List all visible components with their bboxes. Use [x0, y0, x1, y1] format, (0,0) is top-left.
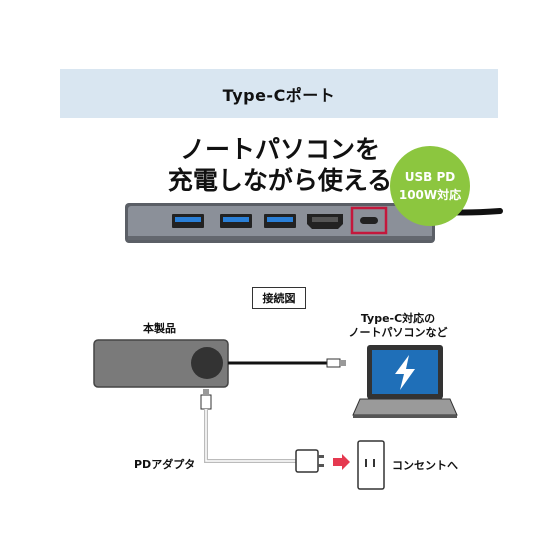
- type-c-plug-icon: [200, 394, 212, 410]
- pc-label: Type-C対応の ノートパソコンなど: [348, 312, 448, 340]
- lightning-icon: [395, 355, 415, 390]
- headline-line-1: ノートパソコンを: [179, 135, 380, 164]
- header-banner: Type-Cポート: [60, 69, 498, 118]
- adapter-cable: [204, 409, 296, 463]
- laptop-icon: [352, 345, 458, 418]
- headline-line-2: 充電しながら使える: [167, 166, 393, 195]
- type-c-port-icon: [360, 217, 378, 224]
- banner-title: Type-Cポート: [222, 85, 336, 105]
- product-label: 本製品: [143, 322, 176, 335]
- headline: ノートパソコンを 充電しながら使える: [150, 134, 410, 196]
- usb-pd-badge: USB PD 100W対応: [390, 146, 470, 226]
- type-c-plug-icon: [326, 358, 341, 368]
- outlet-label: コンセントへ: [392, 459, 458, 472]
- badge-line-2: 100W対応: [398, 188, 462, 202]
- hdmi-port-icon: [307, 214, 343, 229]
- usb-a-port-icon: [264, 214, 296, 228]
- power-adapter-icon: [295, 449, 324, 473]
- type-c-highlight: [350, 206, 388, 235]
- usb-a-port-icon: [172, 214, 204, 228]
- adapter-label: PDアダプタ: [134, 458, 196, 471]
- pc-label-line-2: ノートパソコンなど: [348, 326, 448, 339]
- connection-diagram-label: 接続図: [252, 287, 306, 309]
- pc-label-line-1: Type-C対応の: [360, 312, 436, 325]
- badge-line-1: USB PD: [404, 170, 456, 184]
- product-icon: [93, 339, 229, 388]
- outlet-icon: [357, 440, 385, 490]
- hub-product: [125, 203, 503, 243]
- usb-a-port-icon: [220, 214, 252, 228]
- arrow-right-icon: [333, 454, 350, 470]
